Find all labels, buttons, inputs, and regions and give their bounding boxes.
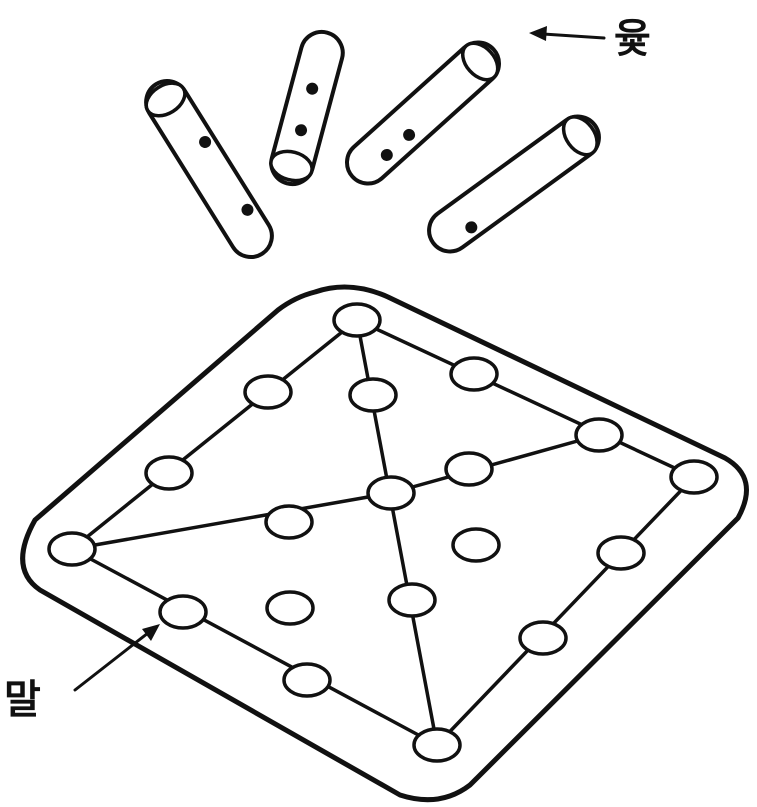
yut-stick-3 xyxy=(338,34,507,192)
station xyxy=(598,537,644,569)
station xyxy=(389,584,435,616)
station xyxy=(334,304,380,336)
station xyxy=(520,622,566,654)
yut-sticks xyxy=(138,27,607,265)
yut-stick-1 xyxy=(138,73,280,265)
board-stations xyxy=(49,304,717,761)
yut-stick-2 xyxy=(267,27,348,189)
station xyxy=(284,664,330,696)
station xyxy=(414,729,460,761)
yut-stick-4 xyxy=(421,108,607,260)
station xyxy=(146,457,192,489)
station xyxy=(446,453,492,485)
station xyxy=(451,358,497,390)
yut-arrow xyxy=(529,26,604,41)
station xyxy=(350,379,396,411)
station xyxy=(160,596,206,628)
station xyxy=(49,533,95,565)
station xyxy=(267,592,313,624)
yut-label: 윷 xyxy=(614,16,651,62)
station xyxy=(266,506,312,538)
station xyxy=(245,376,291,408)
station xyxy=(671,461,717,493)
station xyxy=(576,419,622,451)
station xyxy=(368,477,414,509)
station xyxy=(453,529,499,561)
mal-label: 말 xyxy=(4,677,41,723)
